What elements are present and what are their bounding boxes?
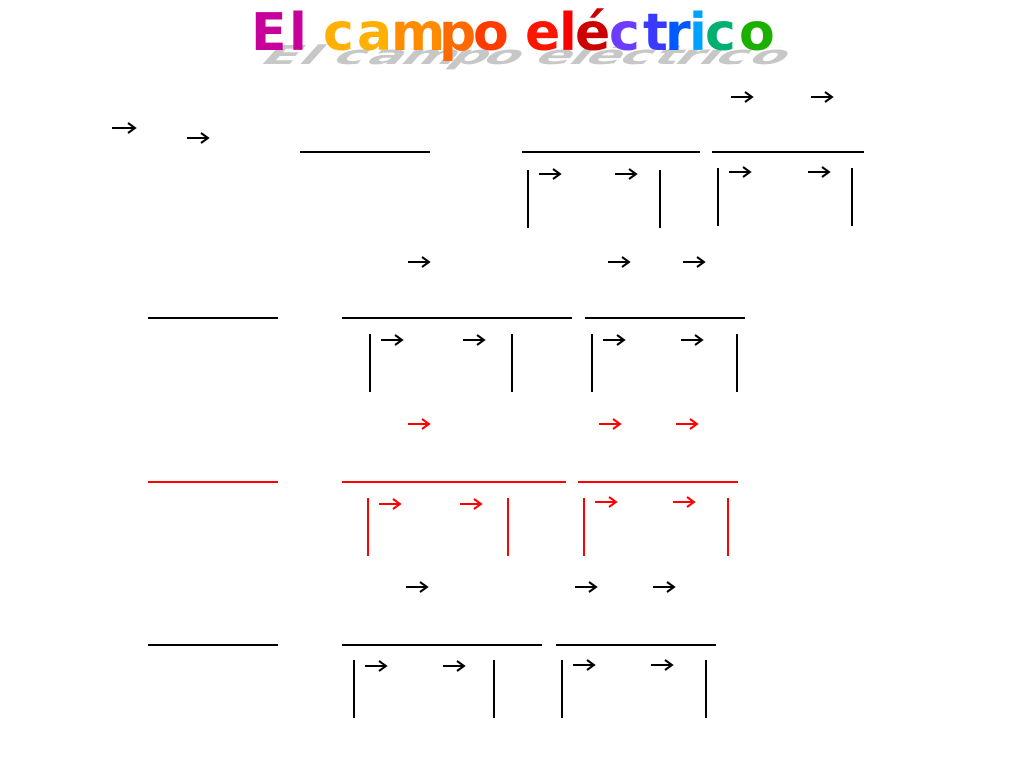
- vector-arrow: [595, 496, 618, 508]
- vector-arrow: [811, 91, 834, 103]
- vector-arrow: [651, 659, 674, 671]
- title-letter: c: [609, 3, 640, 63]
- title-letter: a: [357, 3, 392, 63]
- vector-arrow: [381, 334, 404, 346]
- vector-arrow: [676, 418, 699, 430]
- vector-arrow: [460, 498, 483, 510]
- title-letter: é: [575, 3, 610, 63]
- vector-arrow: [808, 166, 831, 178]
- title-letter: l: [289, 3, 307, 63]
- title-letter: p: [439, 3, 476, 63]
- vector-arrow: [408, 418, 431, 430]
- vector-arrow: [731, 91, 754, 103]
- equation-line-4: [148, 581, 716, 718]
- title-letter: o: [473, 3, 509, 63]
- title-letter: E: [251, 3, 287, 63]
- title-letter: i: [689, 3, 707, 63]
- title-letter: r: [665, 3, 691, 63]
- title-letter: m: [391, 3, 445, 63]
- vector-arrow: [615, 168, 638, 180]
- vector-arrow: [408, 256, 431, 268]
- vector-arrow: [683, 256, 706, 268]
- vector-arrow: [575, 581, 598, 593]
- title-letter: l: [559, 3, 577, 63]
- title-letter: t: [643, 3, 668, 63]
- title-letter: o: [739, 3, 775, 63]
- vector-arrow: [443, 660, 466, 672]
- title-letter: c: [323, 3, 354, 63]
- vector-arrow: [463, 334, 486, 346]
- title-letter: e: [525, 3, 560, 63]
- vector-arrow: [599, 418, 622, 430]
- equation-line-2: [148, 256, 745, 392]
- vector-arrow: [681, 334, 704, 346]
- vector-arrow: [603, 334, 626, 346]
- vector-arrow: [539, 168, 562, 180]
- equation-line-3: [148, 418, 738, 556]
- vector-arrow: [608, 256, 631, 268]
- title-letter: c: [705, 3, 736, 63]
- vector-arrow: [573, 659, 596, 671]
- vector-arrow: [673, 496, 696, 508]
- vector-arrow: [729, 166, 752, 178]
- equation-line-1: [112, 91, 864, 228]
- vector-arrow: [406, 581, 429, 593]
- vector-arrow: [187, 132, 210, 144]
- vector-arrow: [653, 581, 676, 593]
- vector-arrow: [365, 660, 388, 672]
- vector-arrow: [112, 122, 137, 134]
- vector-arrow: [379, 498, 402, 510]
